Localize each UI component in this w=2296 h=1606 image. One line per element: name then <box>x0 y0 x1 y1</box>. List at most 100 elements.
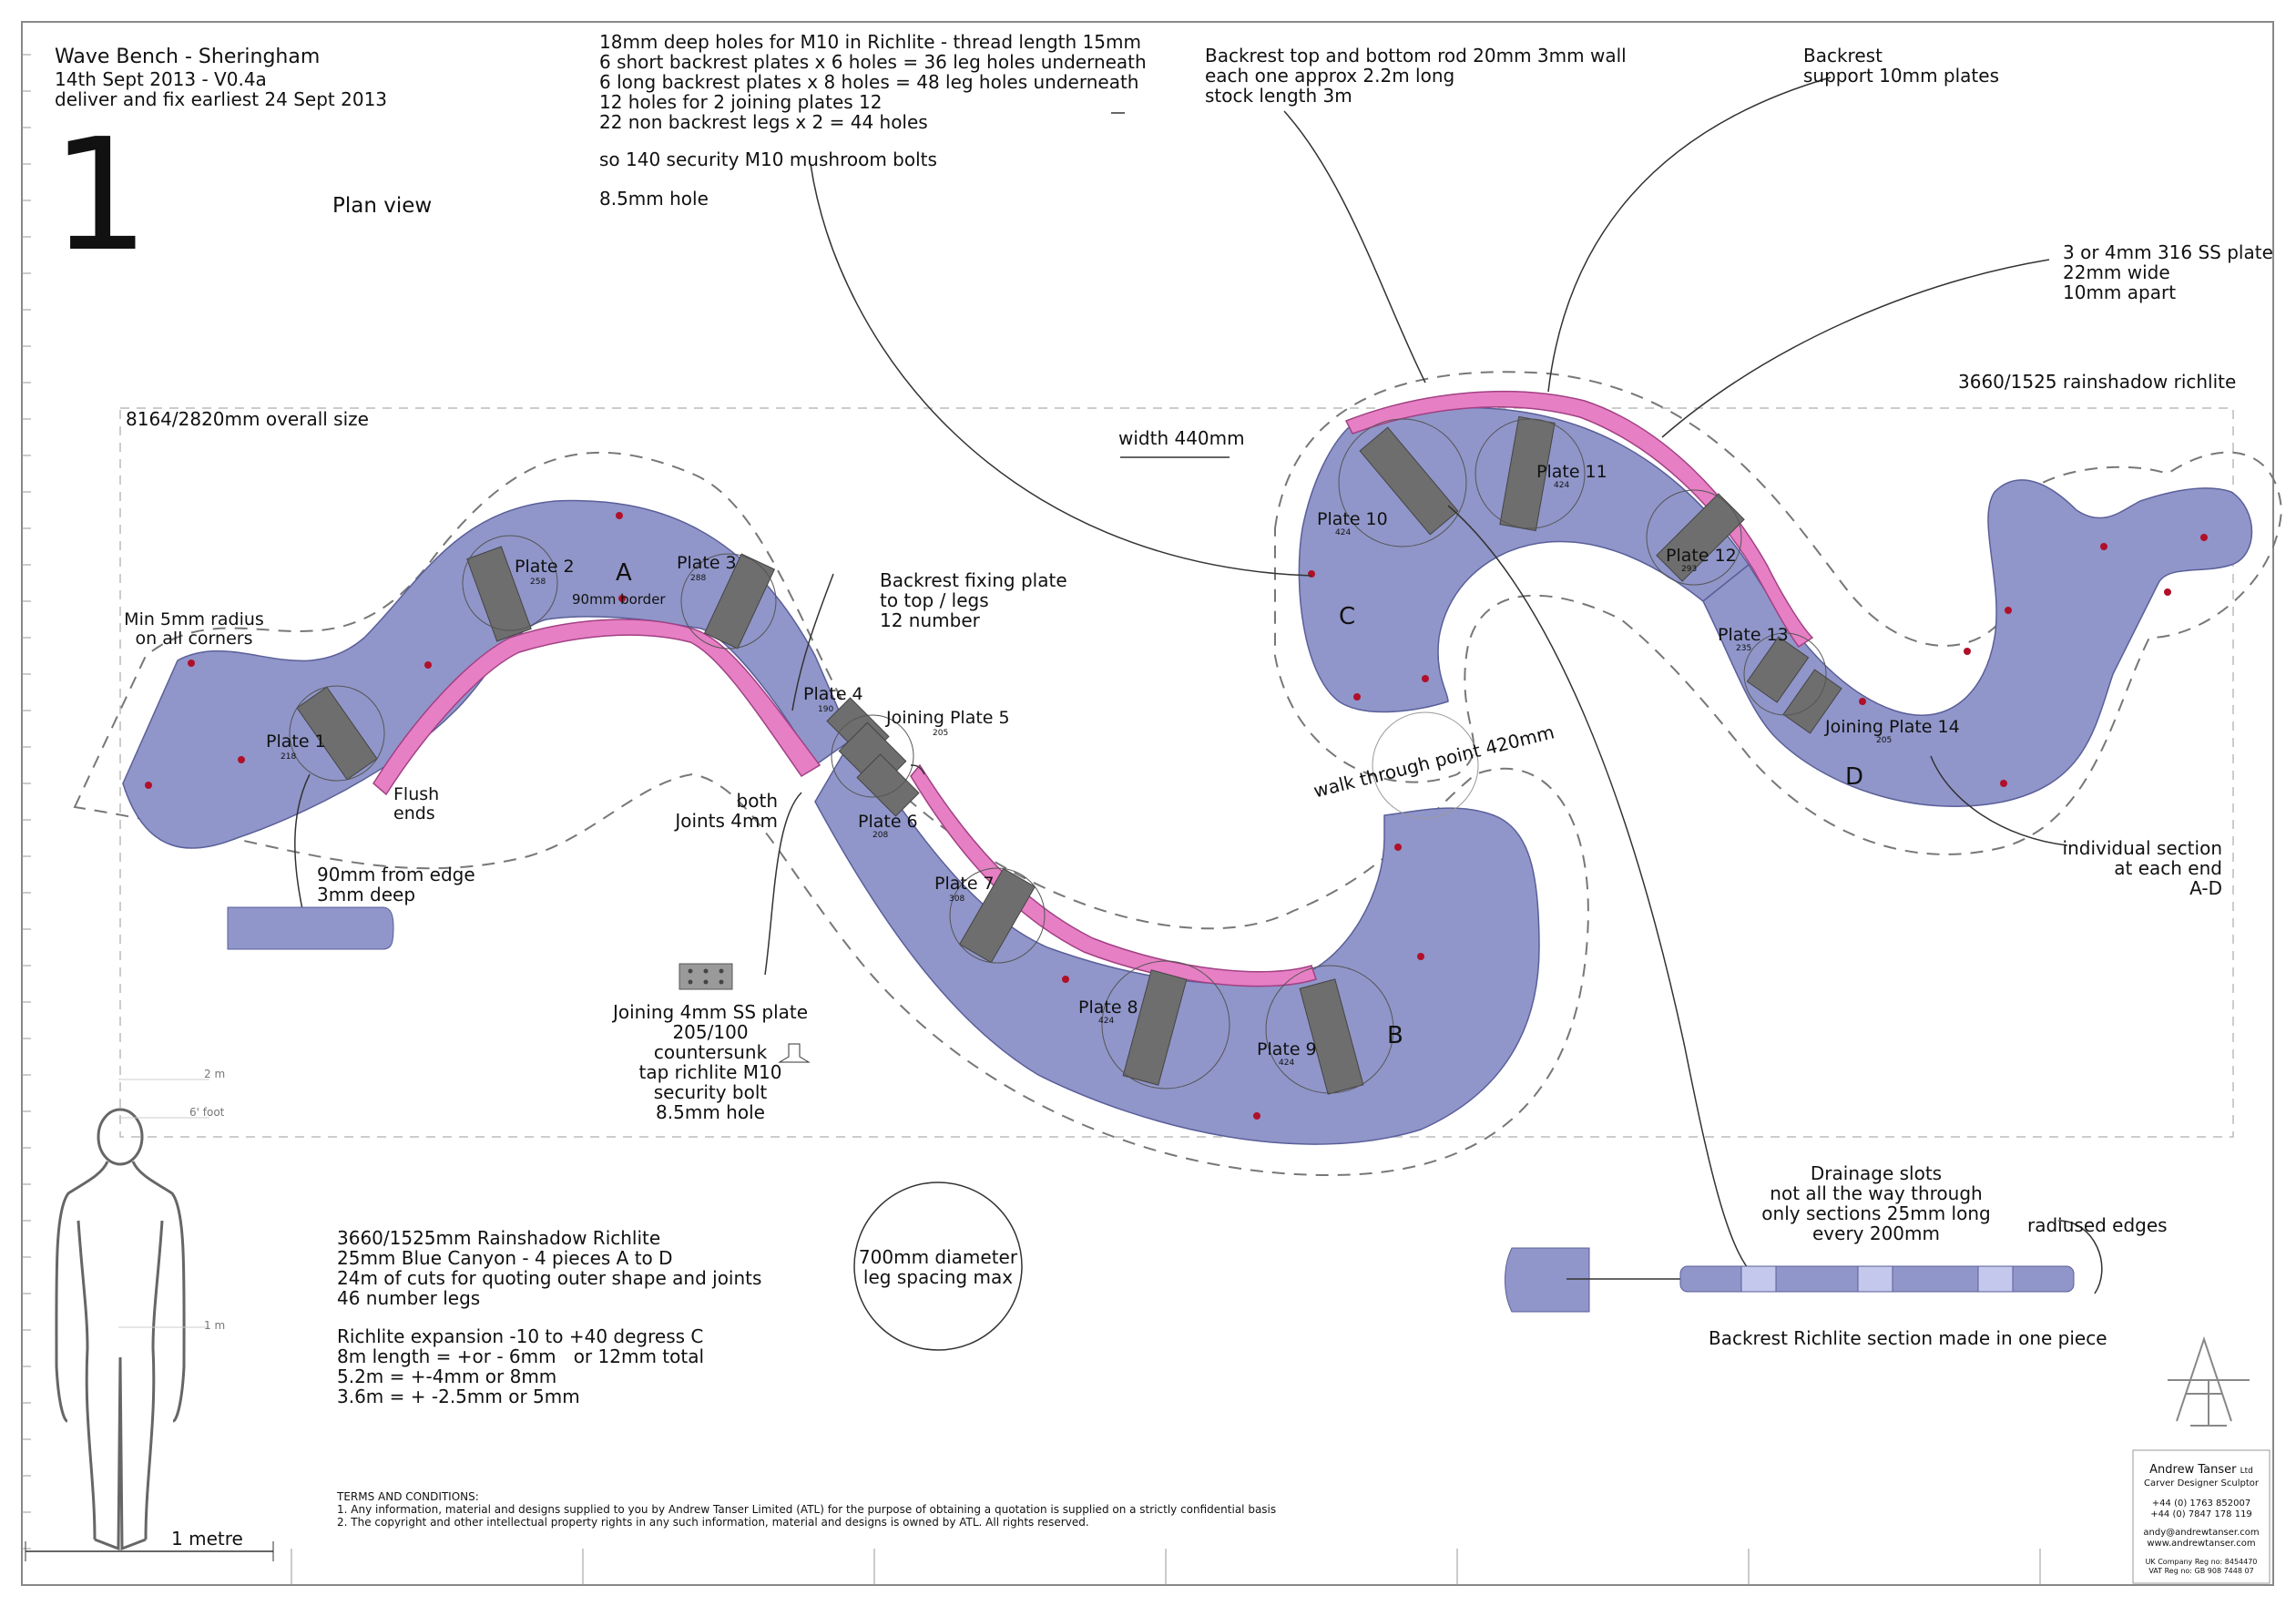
plate-9-size: 424 <box>1279 1059 1295 1068</box>
scale-2m-label: 2 m <box>204 1068 226 1080</box>
ss-plate-note-2: 22mm wide <box>2063 261 2170 283</box>
company-web[interactable]: www.andrewtanser.com <box>2147 1539 2256 1549</box>
plate-8-size: 424 <box>1098 1017 1115 1026</box>
plate-1-label: Plate 1 <box>266 731 326 752</box>
company-reg-1: UK Company Reg no: 8454470 <box>2145 1558 2258 1566</box>
date-version: 14th Sept 2013 - V0.4a <box>55 68 267 90</box>
edge-distance-1: 90mm from edge <box>317 864 475 885</box>
delivery-date: deliver and fix earliest 24 Sept 2013 <box>55 88 388 110</box>
joining-plate-6: 8.5mm hole <box>656 1101 765 1123</box>
plate-5-size: 205 <box>933 729 949 738</box>
ss-plate-note-3: 10mm apart <box>2063 281 2177 303</box>
scale-label: 1 metre <box>171 1528 243 1550</box>
drainage-slots <box>1740 1265 2014 1293</box>
leg-spacing-circle <box>853 1181 1023 1351</box>
seat-section-a <box>122 499 852 849</box>
company-ltd: Ltd <box>2240 1467 2253 1476</box>
plate-7-size: 308 <box>949 895 965 904</box>
holes-note-4: 12 holes for 2 joining plates 12 <box>599 91 883 113</box>
seat-section-d <box>1702 479 2253 808</box>
leg-spacing-1: 700mm diameter <box>858 1246 1018 1268</box>
flush-ends-1: Flush <box>393 784 440 804</box>
joining-plate-holes <box>688 968 724 985</box>
expansion-1: Richlite expansion -10 to +40 degress C <box>337 1325 704 1347</box>
section-label-a: A <box>616 559 632 587</box>
drawing-frame <box>21 21 2274 1586</box>
company-role: Carver Designer Sculptor <box>2143 1478 2259 1488</box>
individual-section-2: at each end <box>2114 857 2222 879</box>
richlite-size-note: 3660/1525 rainshadow richlite <box>1958 371 2237 393</box>
fixing-plate-1: Backrest fixing plate <box>880 569 1067 591</box>
flush-ends-2: ends <box>393 803 435 823</box>
richlite-spec-4: 46 number legs <box>337 1287 481 1309</box>
richlite-spec-3: 24m of cuts for quoting outer shape and … <box>337 1267 762 1289</box>
plate-2-label: Plate 2 <box>515 557 575 577</box>
joining-plate-icon <box>679 963 733 990</box>
left-ruler <box>22 54 31 1550</box>
edge-profile <box>227 906 394 950</box>
drainage-3: only sections 25mm long <box>1761 1202 1991 1224</box>
plate-4-size: 190 <box>818 705 834 714</box>
plate-6-size: 208 <box>872 831 889 840</box>
terms-line-2: 2. The copyright and other intellectual … <box>337 1516 1089 1529</box>
joining-plate-3: countersunk <box>653 1041 768 1063</box>
plate-1-size: 218 <box>281 752 297 762</box>
plate-13-size: 235 <box>1736 644 1752 653</box>
backrest-support-2: support 10mm plates <box>1803 65 1999 87</box>
human-scale-figure <box>55 1108 186 1551</box>
rod-note-2: each one approx 2.2m long <box>1205 65 1455 87</box>
scale-1m-label: 1 m <box>204 1319 226 1332</box>
holes-note-2: 6 short backrest plates x 6 holes = 36 l… <box>599 51 1147 73</box>
title: Wave Bench - Sheringham <box>55 46 321 68</box>
scale-6ft-label: 6' foot <box>189 1106 225 1119</box>
plate-13-label: Plate 13 <box>1718 625 1789 645</box>
backrest-section-note: Backrest Richlite section made in one pi… <box>1709 1327 2107 1349</box>
section-label-d: D <box>1845 763 1864 791</box>
drainage-4: every 200mm <box>1812 1222 1940 1244</box>
joining-plate-1: Joining 4mm SS plate <box>612 1001 809 1023</box>
joining-plate-4: tap richlite M10 <box>638 1061 782 1083</box>
company-name-text: Andrew Tanser <box>2149 1463 2237 1477</box>
leader-lines <box>294 77 2103 1294</box>
overall-size-box <box>119 407 2234 1138</box>
bottom-ruler <box>291 1549 2041 1585</box>
company-name: Andrew Tanser Ltd <box>2135 1463 2268 1477</box>
company-logo <box>2168 1335 2250 1427</box>
plates <box>296 415 1842 1095</box>
plate-9-label: Plate 9 <box>1257 1039 1317 1059</box>
rod-note-3: stock length 3m <box>1205 85 1352 107</box>
richlite-spec-2: 25mm Blue Canyon - 4 pieces A to D <box>337 1247 673 1269</box>
holes-note-3: 6 long backrest plates x 8 holes = 48 le… <box>599 71 1139 93</box>
individual-section-3: A-D <box>2189 877 2222 899</box>
plate-3-size: 288 <box>690 574 707 583</box>
terms-heading: TERMS AND CONDITIONS: <box>337 1490 479 1503</box>
plate-5-label: Joining Plate 5 <box>886 708 1010 728</box>
plate-3-label: Plate 3 <box>677 553 737 573</box>
backrest-support-1: Backrest <box>1803 45 1883 66</box>
company-email[interactable]: andy@andrewtanser.com <box>2143 1528 2260 1538</box>
company-reg-2: VAT Reg no: GB 908 7448 07 <box>2148 1567 2254 1575</box>
drainage-2: not all the way through <box>1770 1182 1983 1204</box>
clearance-outline-left <box>73 451 1589 1177</box>
plate-2-size: 258 <box>530 578 546 587</box>
expansion-3: 5.2m = +-4mm or 8mm <box>337 1366 557 1387</box>
section-label-c: C <box>1339 603 1356 630</box>
plate-12-size: 293 <box>1681 565 1698 574</box>
min-radius-2: on all corners <box>135 629 253 649</box>
width-note: width 440mm <box>1118 427 1245 449</box>
backrest-left <box>372 619 821 796</box>
terms-line-1: 1. Any information, material and designs… <box>337 1503 1277 1516</box>
plate-14-label: Joining Plate 14 <box>1825 717 1960 737</box>
clearance-outline-right <box>1274 371 2283 855</box>
backrest-end-profile <box>1505 1247 1590 1313</box>
plate-7-label: Plate 7 <box>934 874 995 894</box>
seat-section-b <box>814 738 1540 1145</box>
joining-plate-2: 205/100 <box>672 1021 749 1043</box>
rod-note-1: Backrest top and bottom rod 20mm 3mm wal… <box>1205 45 1627 66</box>
hole-size-note: 8.5mm hole <box>599 188 709 210</box>
ss-plate-note-1: 3 or 4mm 316 SS plate <box>2063 241 2273 263</box>
bolts-note: so 140 security M10 mushroom bolts <box>599 148 937 170</box>
company-box <box>2132 1449 2270 1584</box>
fixing-plate-2: to top / legs <box>880 589 989 611</box>
